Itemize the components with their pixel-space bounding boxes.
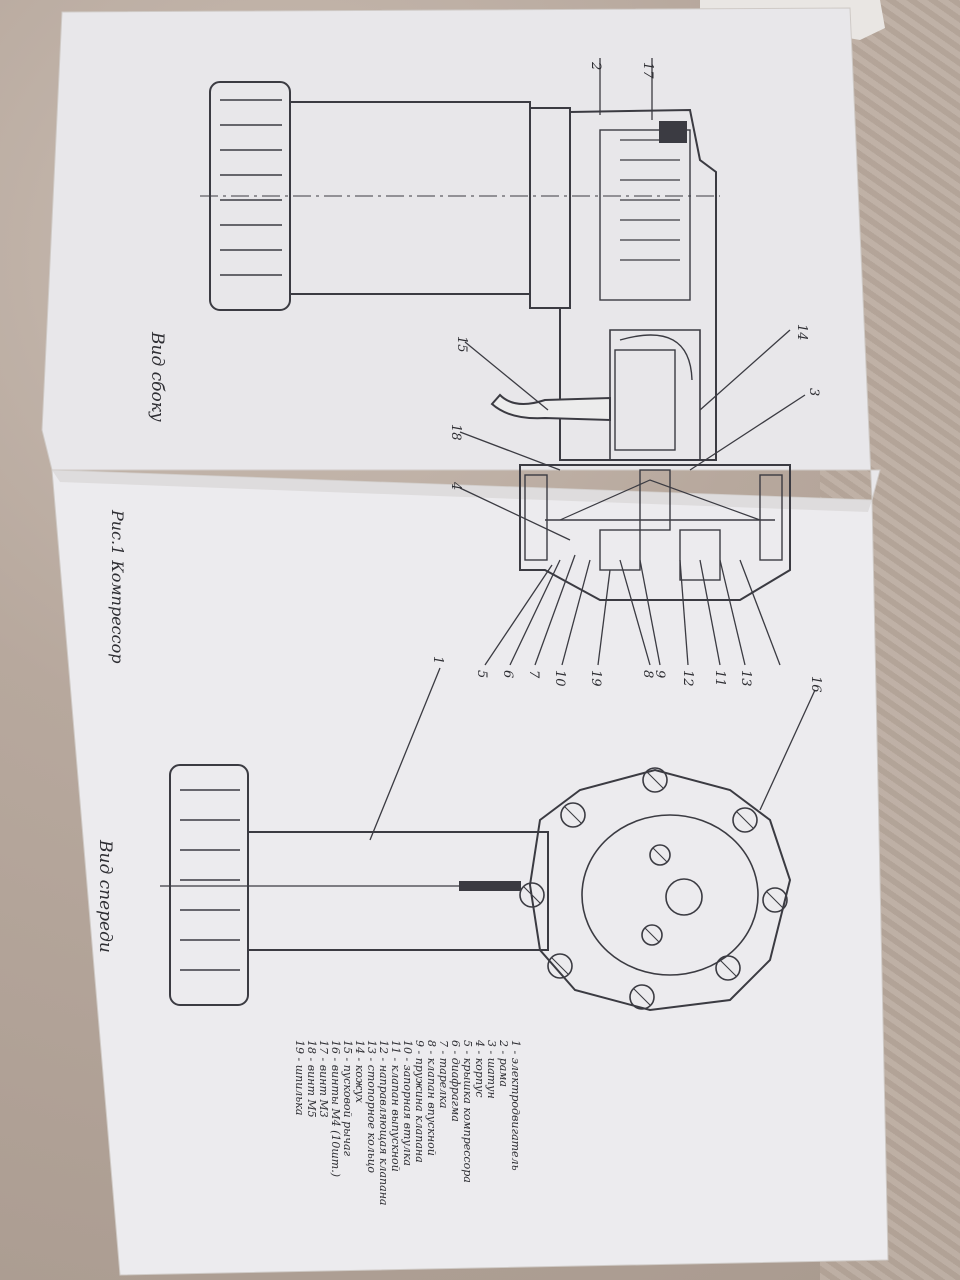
legend-item: 9 - пружина клапана	[413, 1040, 426, 1163]
legend-item: 12 - направляющая клапана	[377, 1040, 390, 1206]
legend-item: 1 - электродвигатель	[509, 1040, 522, 1171]
legend-item: 6 - диафрагма	[449, 1040, 462, 1122]
legend-item: 10 - запорная втулка	[401, 1040, 414, 1166]
callout-4: 4	[448, 481, 463, 490]
callout-6: 6	[500, 670, 515, 678]
screw-circles	[519, 767, 788, 1010]
legend-item: 4 - корпус	[473, 1039, 486, 1098]
callout-3: 3	[806, 388, 821, 396]
legend-item: 15 - пусковой рычаг	[341, 1040, 354, 1157]
head-plate	[528, 768, 792, 1012]
compressor-head	[519, 464, 791, 601]
front-view-drawing	[160, 764, 792, 1012]
callout-16: 16	[808, 676, 823, 693]
callout-17: 17	[640, 62, 655, 79]
starting-lever	[490, 393, 611, 422]
legend-item: 8 - клапан впускной	[425, 1040, 438, 1156]
front-motor-body	[247, 831, 549, 951]
callout-8: 8	[640, 670, 655, 678]
page-fold	[52, 470, 872, 512]
figure-caption: Рис.1 Компрессор	[108, 509, 127, 663]
parts-legend: 1 - электродвигатель 2 - рама 3 - шатун …	[293, 1039, 522, 1206]
legend-item: 7 - тарелка	[437, 1040, 450, 1108]
legend-item: 11 - клапан выпускной	[389, 1040, 402, 1172]
callout-19: 19	[588, 670, 603, 687]
legend-item: 19 - шпилька	[293, 1040, 306, 1115]
legend-item: 3 - шатун	[485, 1040, 498, 1099]
legend-item: 16 - винты М4 (10шт.)	[329, 1040, 342, 1177]
callout-13: 13	[738, 670, 753, 687]
callout-1: 1	[430, 656, 445, 664]
side-callout-lines	[369, 58, 816, 841]
casing	[559, 108, 717, 461]
callout-7: 7	[526, 670, 541, 679]
callout-9: 9	[652, 670, 667, 678]
legend-item: 18 - винт М5	[305, 1040, 318, 1118]
legend-item: 14 - кожух	[353, 1040, 366, 1104]
callout-14: 14	[794, 324, 809, 341]
side-view-drawing	[200, 81, 791, 601]
side-callout-numbers: 2 17 14 3 15 18 4 5 6 7 10 19 8 9 12 11 …	[430, 61, 823, 693]
callout-10: 10	[552, 670, 567, 687]
legend-item: 2 - рама	[497, 1039, 510, 1087]
legend-item: 17 - винт М3	[317, 1040, 330, 1118]
legend-item: 13 - стопорное кольцо	[365, 1040, 378, 1173]
callout-15: 15	[454, 336, 469, 353]
callout-18: 18	[448, 424, 463, 441]
callout-11: 11	[712, 670, 727, 687]
legend-item: 5 - крышка компрессора	[461, 1040, 474, 1183]
view-side-label: Вид сбоку	[147, 331, 167, 422]
callout-12: 12	[680, 670, 695, 687]
callout-2: 2	[588, 61, 603, 70]
view-front-label: Вид спереди	[95, 839, 115, 953]
callout-5: 5	[474, 670, 489, 678]
